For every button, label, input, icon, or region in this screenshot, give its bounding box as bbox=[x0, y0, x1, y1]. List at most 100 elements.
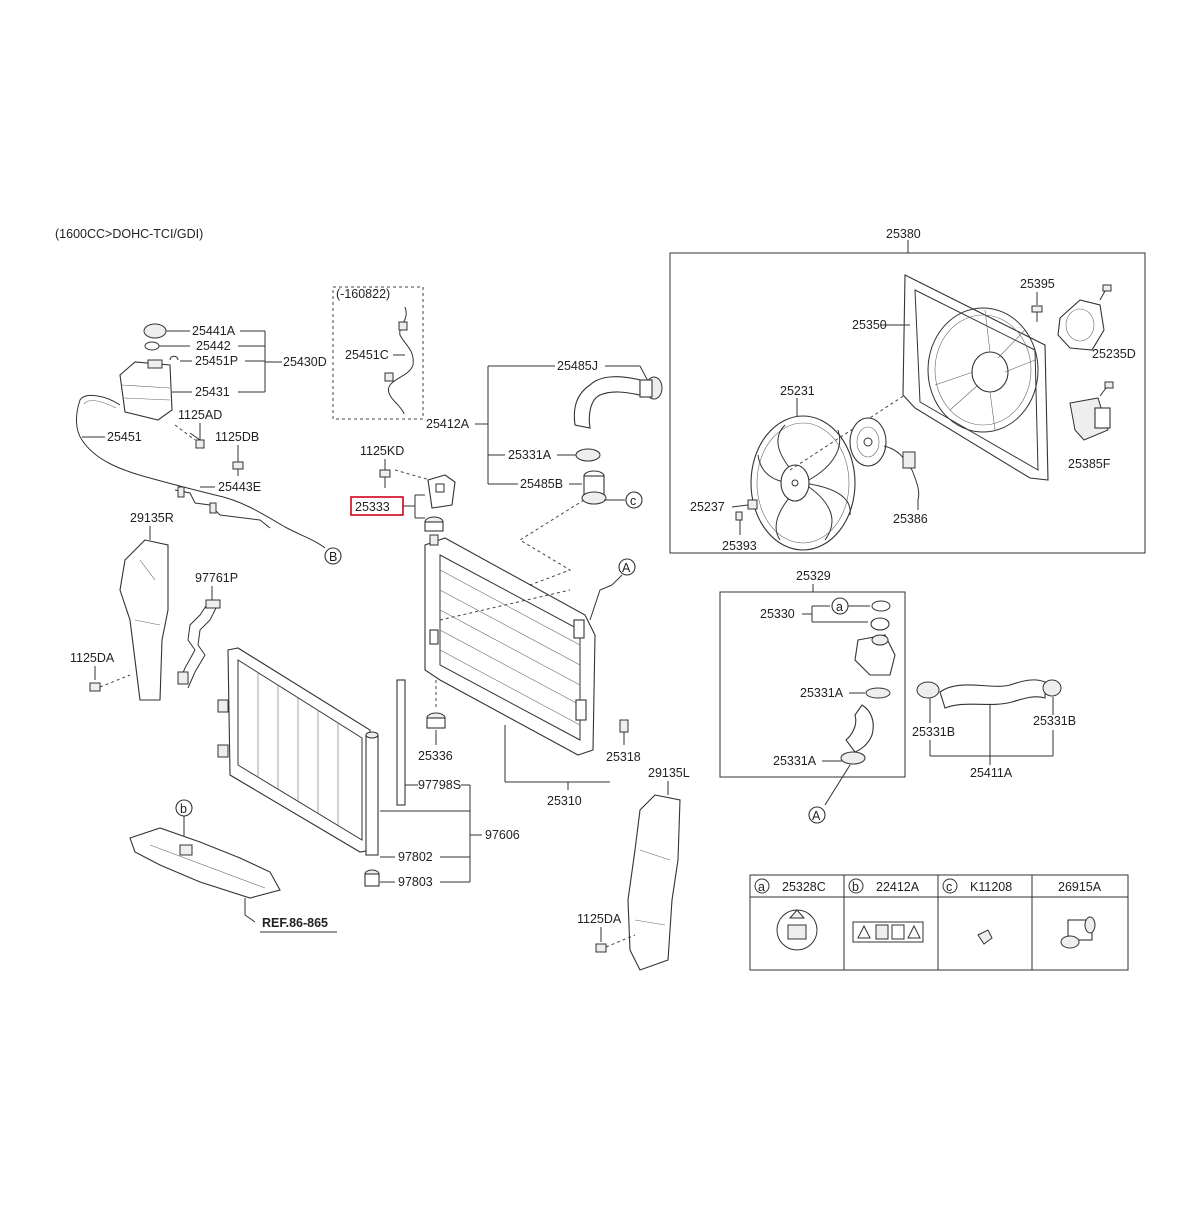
label-25431[interactable]: 25431 bbox=[195, 385, 230, 399]
legend-part-b[interactable]: 22412A bbox=[876, 880, 920, 894]
legend-table: a 25328C b 22412A c K11208 26915A bbox=[749, 874, 1129, 971]
seal-strip-97798S bbox=[396, 679, 406, 806]
label-25430D[interactable]: 25430D bbox=[283, 355, 327, 369]
hose-fitting-25485B bbox=[581, 470, 607, 505]
legend-part-a[interactable]: 25328C bbox=[782, 880, 826, 894]
label-25451C[interactable]: 25451C bbox=[345, 348, 389, 362]
label-25331B-right[interactable]: 25331B bbox=[1033, 714, 1076, 728]
callout-B-label: B bbox=[329, 550, 337, 564]
label-25333[interactable]: 25333 bbox=[355, 500, 390, 514]
clip-25237-icon bbox=[747, 499, 758, 510]
engine-variant-header: (1600CC>DOHC-TCI/GDI) bbox=[55, 227, 203, 241]
label-25411A[interactable]: 25411A bbox=[970, 766, 1013, 780]
air-guard-right: 29135R 1125DA bbox=[70, 511, 174, 701]
callout-A-bottom-label: A bbox=[812, 809, 821, 823]
legend-part-d[interactable]: 26915A bbox=[1058, 880, 1102, 894]
callout-B bbox=[324, 547, 342, 565]
clamp-bottom-icon bbox=[840, 751, 866, 765]
warning-label-icon bbox=[852, 921, 924, 943]
label-25386[interactable]: 25386 bbox=[893, 512, 928, 526]
bolt-25235D-icon bbox=[1099, 381, 1114, 397]
label-25336[interactable]: 25336 bbox=[418, 749, 453, 763]
filler-neck bbox=[854, 617, 896, 676]
label-25235D[interactable]: 25235D bbox=[1092, 347, 1136, 361]
mount-insulator-icon bbox=[424, 516, 444, 532]
callout-c bbox=[625, 491, 643, 509]
label-25451P[interactable]: 25451P bbox=[195, 354, 238, 368]
callout-A-top-label: A bbox=[622, 561, 631, 575]
legend-part-c[interactable]: K11208 bbox=[970, 880, 1012, 894]
seal-ring-icon bbox=[871, 600, 891, 612]
label-25380[interactable]: 25380 bbox=[886, 227, 921, 241]
clip-25393-icon bbox=[735, 511, 743, 521]
undercover-group: b REF.86-865 bbox=[129, 799, 337, 933]
fan-resistor bbox=[1069, 397, 1111, 441]
motor-connector-icon bbox=[902, 451, 916, 469]
label-25331B-left[interactable]: 25331B bbox=[912, 725, 955, 739]
hose-bracket bbox=[174, 486, 271, 529]
air-guard-left: 29135L 1125DA bbox=[577, 766, 690, 971]
label-25442[interactable]: 25442 bbox=[196, 339, 231, 353]
label-1125KD[interactable]: 1125KD bbox=[360, 444, 404, 458]
variant-note: (-160822) bbox=[336, 287, 390, 301]
label-25350[interactable]: 25350 bbox=[852, 318, 887, 332]
lower-hose-group: 25329 25330 a 25331A 25331A A bbox=[719, 569, 1076, 824]
label-25451[interactable]: 25451 bbox=[107, 430, 142, 444]
label-97803[interactable]: 97803 bbox=[398, 875, 433, 889]
clamp-25331A-icon bbox=[575, 448, 601, 462]
label-25310[interactable]: 25310 bbox=[547, 794, 582, 808]
label-29135L[interactable]: 29135L bbox=[648, 766, 690, 780]
label-25441A[interactable]: 25441A bbox=[192, 324, 236, 338]
resistor-cover bbox=[1057, 299, 1105, 351]
label-97606[interactable]: 97606 bbox=[485, 828, 520, 842]
label-1125DA-right[interactable]: 1125DA bbox=[70, 651, 115, 665]
label-25395[interactable]: 25395 bbox=[1020, 277, 1055, 291]
dryer-cap-icon bbox=[364, 869, 380, 887]
label-25329[interactable]: 25329 bbox=[796, 569, 831, 583]
radiator-core bbox=[424, 534, 596, 756]
lower-hose-25411A bbox=[916, 679, 1062, 709]
label-1125AD[interactable]: 1125AD bbox=[178, 408, 222, 422]
label-1125DB[interactable]: 1125DB bbox=[215, 430, 259, 444]
bolt-1125AD-icon bbox=[189, 432, 205, 449]
label-25412A[interactable]: 25412A bbox=[426, 417, 470, 431]
callout-A-bottom bbox=[808, 806, 826, 824]
clip-k11208-icon bbox=[977, 929, 993, 945]
callout-b-undercover-label: b bbox=[180, 802, 187, 816]
callout-A-top bbox=[618, 558, 636, 576]
insulator-25336-icon bbox=[426, 712, 446, 729]
label-1125DA-left[interactable]: 1125DA bbox=[577, 912, 622, 926]
label-25393[interactable]: 25393 bbox=[722, 539, 757, 553]
label-25485J[interactable]: 25485J bbox=[557, 359, 598, 373]
callout-c-label: c bbox=[630, 494, 636, 508]
label-97761P[interactable]: 97761P bbox=[195, 571, 238, 585]
label-25331A-mid[interactable]: 25331A bbox=[800, 686, 844, 700]
ref-undercover[interactable]: REF.86-865 bbox=[262, 916, 328, 930]
label-97798S[interactable]: 97798S bbox=[418, 778, 461, 792]
label-97802[interactable]: 97802 bbox=[398, 850, 433, 864]
label-25331A-bottom[interactable]: 25331A bbox=[773, 754, 817, 768]
label-29135R[interactable]: 29135R bbox=[130, 511, 174, 525]
bolt-top-right-icon bbox=[1099, 284, 1112, 301]
label-25385F[interactable]: 25385F bbox=[1068, 457, 1111, 471]
legend-col-d: 26915A bbox=[1058, 880, 1102, 949]
cap-seal-icon bbox=[144, 341, 160, 351]
cooling-fan bbox=[750, 415, 856, 551]
label-25237[interactable]: 25237 bbox=[690, 500, 725, 514]
clamp-mid-icon bbox=[865, 687, 891, 699]
label-25485B[interactable]: 25485B bbox=[520, 477, 563, 491]
label-25231[interactable]: 25231 bbox=[780, 384, 815, 398]
label-25318[interactable]: 25318 bbox=[606, 750, 641, 764]
legend-col-a: a 25328C bbox=[754, 878, 826, 951]
label-25331A-upper[interactable]: 25331A bbox=[508, 448, 552, 462]
radiator-mount-bracket bbox=[427, 474, 456, 509]
bolt-1125DB-icon bbox=[232, 461, 244, 476]
label-25330[interactable]: 25330 bbox=[760, 607, 795, 621]
label-25443E[interactable]: 25443E bbox=[218, 480, 261, 494]
legend-key-c: c bbox=[946, 880, 952, 894]
reservoir-cap-icon bbox=[143, 323, 167, 339]
bolt-1125DA-right-icon bbox=[89, 674, 131, 692]
bolt-25395-icon bbox=[1031, 305, 1043, 322]
legend-key-a: a bbox=[758, 880, 765, 894]
